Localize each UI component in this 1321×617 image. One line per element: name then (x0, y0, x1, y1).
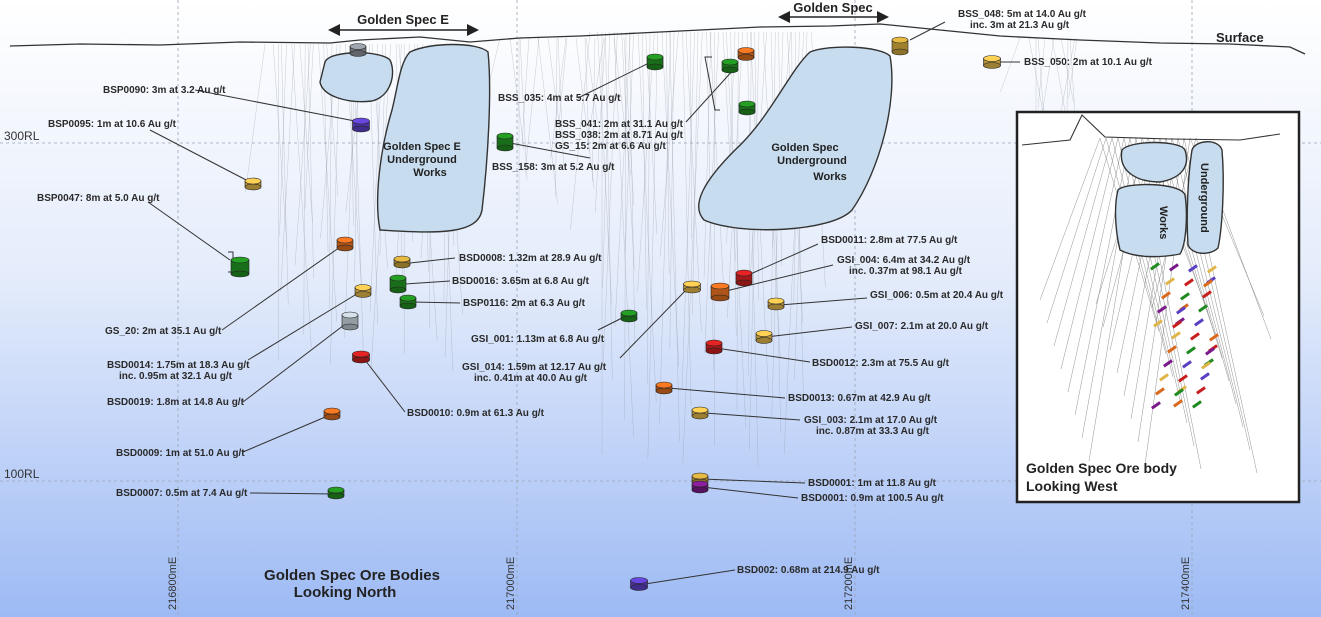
intercept-marker-extra-1 (738, 100, 756, 116)
intercept-label-bsp0047: BSP0047: 8m at 5.0 Au g/t (37, 193, 160, 204)
intercept-marker-bsd0009 (323, 407, 341, 421)
works-main-label: Golden Spec Underground Works (771, 142, 846, 183)
intercept-label-gsi001: GSI_001: 1.13m at 6.8 Au g/t (471, 334, 605, 345)
title-line-2: Looking North (294, 584, 396, 601)
intercept-label-bsd0010: BSD0010: 0.9m at 61.3 Au g/t (407, 408, 545, 419)
inset-underground-label: Underground (1198, 163, 1210, 233)
surface-line (9, 23, 1306, 55)
golden-spec-e-label: Golden Spec E (357, 12, 449, 27)
works-main (698, 46, 893, 231)
intercept-marker-gsi001 (620, 309, 638, 323)
intercept-marker-gsi006 (767, 297, 785, 311)
intercept-label-bsd0011: BSD0011: 2.8m at 77.5 Au g/t (821, 235, 958, 246)
svg-text:Works: Works (813, 171, 846, 183)
rl-label-100: 100RL (4, 467, 40, 481)
intercept-marker-bss048 (891, 36, 909, 56)
intercept-label-bsd0013: BSD0013: 0.67m at 42.9 Au g/t (788, 393, 931, 404)
intercept-marker-bss035 (646, 53, 664, 71)
intercept-label-bsd0012: BSD0012: 2.3m at 75.5 Au g/t (812, 358, 950, 369)
intercept-marker-bsd0010 (352, 350, 370, 364)
inset-works-label: Works (1157, 206, 1169, 239)
intercept-marker-gsi003 (691, 406, 709, 420)
works-e-large (376, 43, 491, 233)
intercept-marker-gsi004 (710, 282, 730, 302)
title-line-1: Golden Spec Ore Bodies (264, 567, 440, 584)
works-e-small (319, 52, 394, 103)
leader-lines (147, 21, 1020, 585)
intercept-markers (230, 36, 1001, 591)
easting-216800: 216800mE (167, 557, 179, 610)
rl-label-300: 300RL (4, 129, 40, 143)
svg-text:Works: Works (413, 167, 446, 179)
easting-217000: 217000mE (505, 557, 517, 610)
easting-217200: 217200mE (843, 557, 855, 610)
svg-text:Golden Spec: Golden Spec (771, 142, 838, 154)
surface-label: Surface (1216, 30, 1264, 45)
intercept-marker-bsp0095 (244, 177, 262, 191)
intercept-label-bsd002: BSD002: 0.68m at 214.9 Au g/t (737, 565, 880, 576)
intercept-marker-gs20 (336, 236, 354, 252)
intercept-marker-bsd0008 (393, 255, 411, 269)
intercept-label-gs20: GS_20: 2m at 35.1 Au g/t (105, 326, 222, 337)
intercept-label-bsp0090: BSP0090: 3m at 3.2 Au g/t (103, 85, 226, 96)
intercept-marker-bsd0001b (691, 480, 709, 494)
intercept-marker-bsd0012 (705, 339, 723, 355)
intercept-marker-bsp0090 (352, 117, 370, 133)
intercept-marker-extra-2 (349, 43, 367, 57)
intercept-marker-bsd0014 (354, 284, 372, 298)
intercept-marker-bsd0016 (389, 274, 407, 294)
intercept-label-bsd0007: BSD0007: 0.5m at 7.4 Au g/t (116, 488, 248, 499)
intercept-marker-bsd002 (630, 577, 648, 591)
golden-spec-label: Golden Spec (793, 0, 872, 15)
intercept-marker-bsd0019 (341, 311, 359, 331)
intercept-label-bsd0008: BSD0008: 1.32m at 28.9 Au g/t (459, 253, 602, 264)
intercept-marker-bsp0116 (399, 294, 417, 310)
golden-spec-arrow (778, 11, 889, 23)
intercept-label-bsd0016: BSD0016: 3.65m at 6.8 Au g/t (452, 276, 590, 287)
intercept-marker-extra-0 (737, 47, 755, 61)
intercept-label-gsi006: GSI_006: 0.5m at 20.4 Au g/t (870, 290, 1004, 301)
intercept-label-gsi007: GSI_007: 2.1m at 20.0 Au g/t (855, 321, 989, 332)
inset-title-1: Golden Spec Ore body (1026, 460, 1177, 476)
svg-text:Underground: Underground (387, 154, 457, 166)
intercept-marker-bss158 (496, 132, 514, 152)
intercept-label-bsp0095: BSP0095: 1m at 10.6 Au g/t (48, 119, 177, 130)
intercept-marker-bsd0007 (327, 486, 345, 500)
works-e-label: Golden Spec E Underground Works (383, 141, 461, 179)
golden-spec-e-arrow (328, 24, 479, 36)
inset-title-2: Looking West (1026, 478, 1118, 494)
intercept-marker-bsd0011 (735, 269, 753, 287)
intercept-label-bss050: BSS_050: 2m at 10.1 Au g/t (1024, 57, 1153, 68)
svg-text:Underground: Underground (777, 155, 847, 167)
intercept-label-bss158: BSS_158: 3m at 5.2 Au g/t (492, 162, 615, 173)
intercept-marker-bss050 (983, 55, 1001, 69)
intercept-label-bsp0116: BSP0116: 2m at 6.3 Au g/t (463, 298, 586, 309)
intercept-marker-bsp0047 (230, 256, 250, 278)
intercept-marker-bss041 (721, 58, 739, 74)
intercept-label-bsd0019: BSD0019: 1.8m at 14.8 Au g/t (107, 397, 245, 408)
inset-panel: Works Underground Golden Spec Ore body L… (1015, 110, 1301, 504)
intercept-marker-bsd0013 (655, 381, 673, 395)
svg-text:Golden Spec E: Golden Spec E (383, 141, 461, 153)
intercept-marker-gsi007 (755, 330, 773, 344)
intercept-label-bss035: BSS_035: 4m at 5.7 Au g/t (498, 93, 621, 104)
intercept-label-bsd0001b: BSD0001: 0.9m at 100.5 Au g/t (801, 493, 944, 504)
intercept-marker-gsi014 (683, 280, 701, 294)
intercept-label-bsd0009: BSD0009: 1m at 51.0 Au g/t (116, 448, 245, 459)
intercept-label-bsd0001a: BSD0001: 1m at 11.8 Au g/t (808, 478, 937, 489)
easting-217400: 217400mE (1180, 557, 1192, 610)
